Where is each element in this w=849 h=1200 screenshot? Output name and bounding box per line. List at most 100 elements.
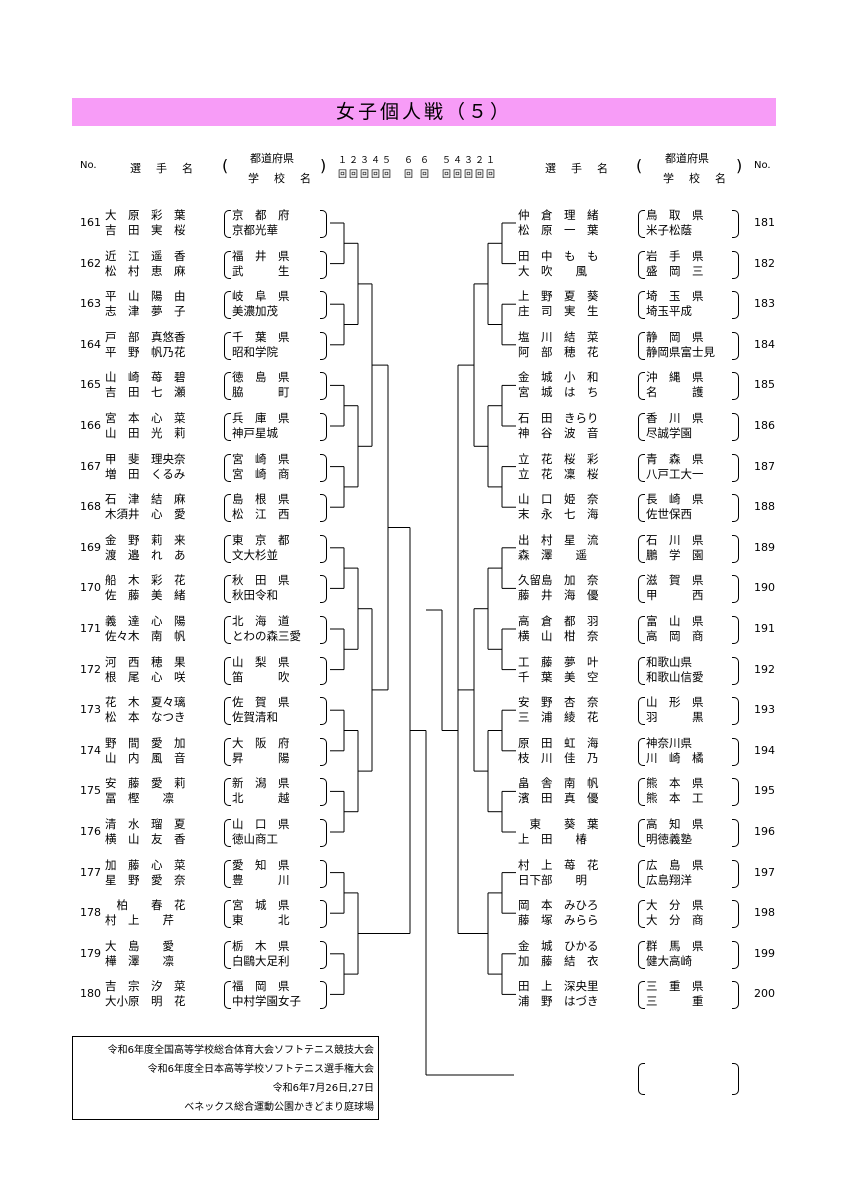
bracket-paren-close (732, 413, 739, 441)
player-name: 甲 斐 理央奈 (105, 451, 186, 466)
school-name: とわの森三愛 (232, 629, 301, 643)
entry-number: 197 (754, 865, 775, 879)
bracket-paren-open (638, 778, 645, 807)
player-name: 仲 倉 理 緒 (518, 208, 599, 222)
entry-number: 167 (80, 459, 101, 473)
player-name: 吉 田 七 瀬 (105, 385, 186, 400)
entry-number: 181 (754, 216, 775, 229)
bracket-paren-close (732, 331, 739, 360)
player-name: 庄 司 実 生 (518, 304, 599, 319)
bracket-paren-open (224, 331, 231, 360)
entry-number: 178 (80, 906, 101, 920)
entry-number: 179 (80, 946, 101, 960)
school-name: 甲 西 (646, 588, 704, 603)
school-name: 笛 吹 (232, 669, 290, 684)
prefecture: 京 都 府 (232, 208, 290, 222)
bracket-paren-close (732, 697, 739, 726)
player-name: 石 津 結 麻 (105, 492, 186, 507)
school-name: 三 重 (646, 994, 704, 1009)
right-paren-close: ) (736, 156, 743, 175)
prefecture: 鳥 取 県 (646, 208, 704, 222)
player-name: 安 野 杏 奈 (518, 695, 599, 710)
player-name: 村 上 苺 花 (518, 857, 599, 872)
bracket-paren-close (320, 291, 327, 320)
prefecture: 大 分 県 (646, 898, 704, 913)
player-name: 工 藤 夢 叶 (518, 654, 599, 669)
prefecture: 埼 玉 県 (646, 289, 704, 304)
prefecture: 千 葉 県 (232, 329, 290, 344)
entry-number: 169 (80, 540, 101, 554)
school-name: 盛 岡 三 (646, 263, 704, 278)
player-name: 河 西 穂 果 (105, 654, 186, 669)
prefecture: 静 岡 県 (646, 329, 704, 344)
bracket-paren-open (638, 940, 645, 969)
bracket-paren-close (320, 697, 327, 726)
bracket-paren-close (732, 210, 739, 238)
player-name: 義 達 心 陽 (105, 614, 186, 628)
school-name: 明徳義塾 (646, 832, 692, 846)
player-name: 神 谷 波 音 (518, 426, 599, 440)
school-name: 豊 川 (232, 872, 290, 887)
final-box-left (638, 1063, 645, 1095)
bracket-paren-open (638, 210, 645, 238)
bracket-paren-close (320, 494, 327, 523)
prefecture: 新 潟 県 (232, 776, 290, 791)
player-name: 阿 部 穂 花 (518, 344, 599, 359)
player-name: 大小原 明 花 (105, 994, 186, 1009)
left-school-header: 学 校 名 (248, 172, 313, 185)
bracket-paren-close (732, 859, 739, 888)
bracket-paren-close (320, 616, 327, 644)
entry-number: 172 (80, 662, 101, 676)
player-name: 木須井 心 愛 (105, 507, 186, 522)
prefecture: 栃 木 県 (232, 938, 290, 953)
player-name: 大 吹 風 (518, 263, 587, 278)
bracket-paren-open (224, 981, 231, 1010)
school-name: 羽 黒 (646, 710, 704, 725)
player-name: 吉 宗 汐 菜 (105, 979, 186, 994)
bracket-paren-open (224, 372, 231, 401)
bracket-paren-open (224, 940, 231, 969)
bracket-paren-close (732, 616, 739, 644)
player-name: 花 木 夏々璃 (105, 695, 186, 710)
entry-number: 166 (80, 419, 101, 432)
bracket-paren-close (320, 737, 327, 766)
left-paren-close: ) (320, 156, 327, 175)
player-name: 志 津 夢 子 (105, 304, 186, 319)
bracket-paren-open (224, 413, 231, 441)
prefecture: 佐 賀 県 (232, 695, 290, 710)
right-pref-header: 都道府県 (665, 152, 709, 165)
entry-number: 165 (80, 378, 101, 392)
bracket-paren-open (224, 859, 231, 888)
bracket-paren-close (732, 250, 739, 279)
school-name: 埼玉平成 (646, 304, 692, 319)
left-round-numbers: １２３４５ ６ (338, 156, 416, 166)
player-name: 野 間 愛 加 (105, 735, 186, 750)
entry-number: 162 (80, 256, 101, 270)
bracket-paren-close (732, 819, 739, 847)
prefecture: 島 根 県 (232, 492, 290, 507)
player-name: 三 浦 綾 花 (518, 710, 599, 725)
school-name: 神戸星城 (232, 426, 278, 440)
prefecture: 香 川 県 (646, 411, 704, 425)
prefecture: 兵 庫 県 (232, 411, 290, 425)
player-name: 浦 野 はづき (518, 994, 599, 1009)
school-name: 和歌山信愛 (646, 669, 704, 684)
entry-number: 176 (80, 825, 101, 838)
bracket-paren-open (638, 616, 645, 644)
player-name: 吉 田 実 桜 (105, 223, 186, 237)
entry-number: 175 (80, 784, 101, 798)
player-name: 田 上 深央里 (518, 979, 599, 994)
bracket-paren-open (224, 494, 231, 523)
player-name: 大 島 愛 (105, 938, 174, 953)
bracket-paren-open (224, 534, 231, 563)
player-name: 松 村 恵 麻 (105, 263, 186, 278)
right-paren-open: ( (636, 156, 643, 175)
school-name: 広島翔洋 (646, 872, 692, 887)
player-name: 金 野 莉 来 (105, 532, 186, 547)
player-name: 枝 川 佳 乃 (518, 750, 599, 765)
bracket-paren-close (732, 291, 739, 320)
prefecture: 福 井 県 (232, 248, 290, 263)
bracket-paren-open (224, 291, 231, 320)
school-name: 白鷗大足利 (232, 953, 290, 968)
bracket-paren-close (732, 575, 739, 604)
